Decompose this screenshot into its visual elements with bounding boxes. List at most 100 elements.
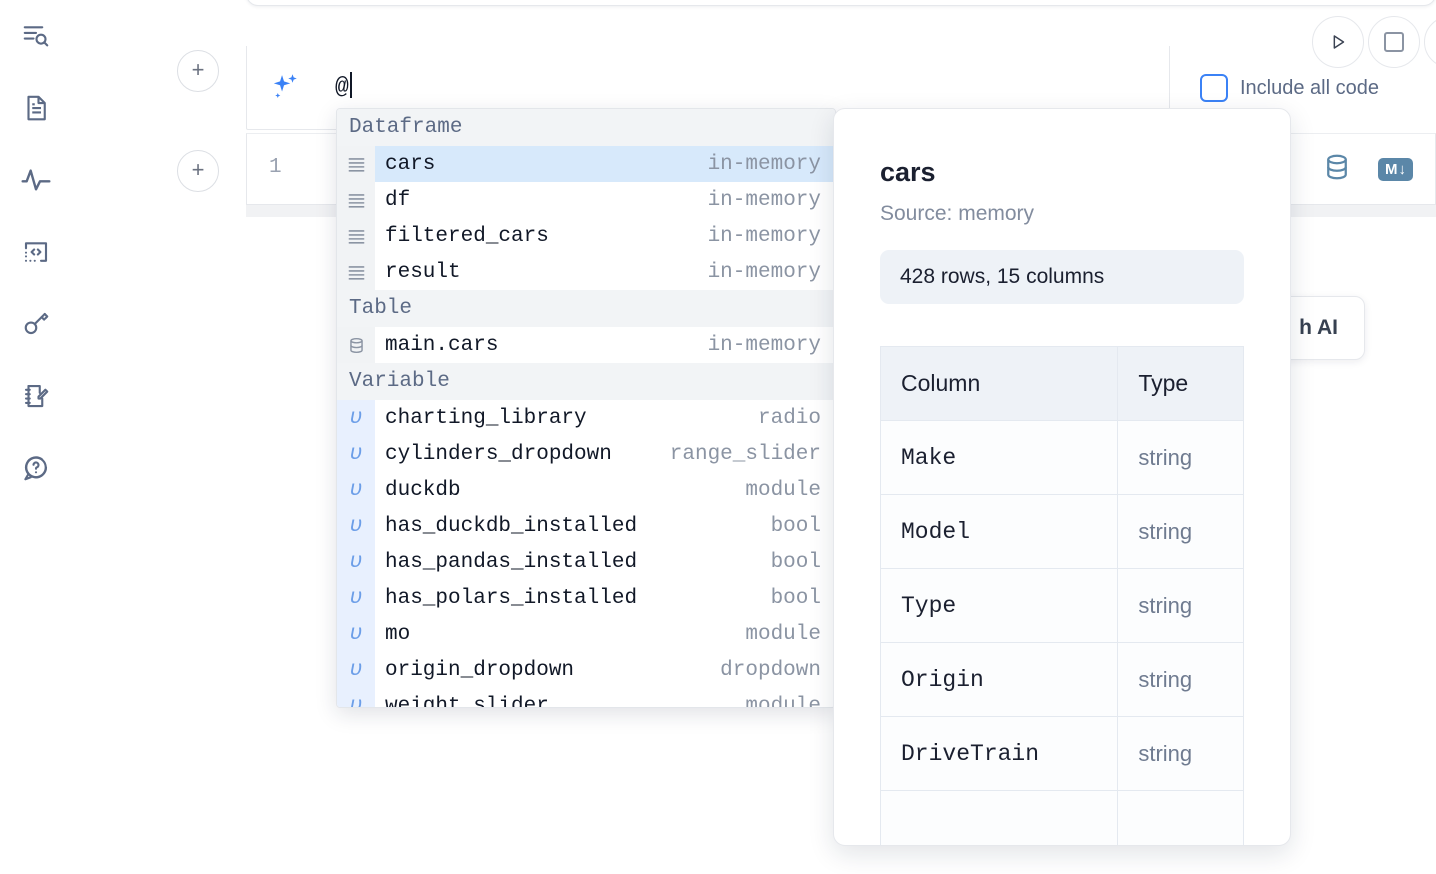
database-icon[interactable] [1322, 152, 1352, 187]
code-brackets-icon [21, 237, 51, 267]
add-cell-button-below[interactable]: + [177, 150, 219, 192]
ai-prompt-input[interactable]: @ [335, 72, 352, 100]
sidebar-item-file-explorer[interactable] [14, 14, 58, 58]
autocomplete-item-kind: module [745, 694, 821, 708]
autocomplete-item[interactable]: df in-memory [337, 182, 835, 218]
include-all-code-row[interactable]: Include all code [1200, 74, 1379, 102]
autocomplete-item-body: cars in-memory [375, 146, 835, 182]
autocomplete-item-name: cylinders_dropdown [385, 442, 612, 466]
preview-column-name: Origin [879, 642, 1119, 717]
preview-header-column: Column [879, 346, 1119, 421]
variable-icon: υ [337, 616, 375, 652]
preview-column-type: string [1117, 568, 1244, 643]
play-icon [1333, 35, 1345, 49]
autocomplete-group-header: Dataframe [337, 109, 835, 146]
autocomplete-item-name: duckdb [385, 478, 461, 502]
stop-cell-button[interactable] [1368, 16, 1420, 68]
autocomplete-item-kind: bool [770, 550, 821, 574]
preview-table-header-row: Column Type [879, 346, 1244, 421]
autocomplete-item[interactable]: result in-memory [337, 254, 835, 290]
autocomplete-item-name: filtered_cars [385, 224, 549, 248]
autocomplete-item-kind: radio [757, 406, 821, 430]
autocomplete-item-body: weight_slider module [375, 688, 835, 708]
autocomplete-group-header: Table [337, 290, 835, 327]
autocomplete-item-name: mo [385, 622, 411, 646]
autocomplete-item-name: origin_dropdown [385, 658, 575, 682]
variable-icon: υ [337, 472, 375, 508]
database-icon [337, 327, 375, 363]
autocomplete-item[interactable]: υ charting_library radio [337, 400, 835, 436]
more-options-button[interactable] [1424, 16, 1436, 68]
sidebar-item-document[interactable] [14, 86, 58, 130]
autocomplete-item-name: df [385, 188, 411, 212]
autocomplete-item-name: weight_slider [385, 694, 549, 708]
previous-cell-outline [246, 0, 1436, 6]
list-search-icon [21, 21, 51, 51]
autocomplete-item-kind: in-memory [707, 152, 821, 176]
include-all-code-checkbox[interactable] [1200, 74, 1228, 102]
markdown-badge-letter: M [1385, 161, 1398, 178]
preview-column-type: string [1117, 642, 1244, 717]
stop-square-icon [1384, 32, 1404, 52]
variable-icon: υ [337, 400, 375, 436]
add-cell-label: + [191, 157, 205, 182]
mention-autocomplete-dropdown[interactable]: Dataframe cars in-memory df in-memory filtere… [336, 108, 836, 708]
question-chat-icon [21, 453, 51, 483]
autocomplete-item-name: result [385, 260, 461, 284]
autocomplete-item-body: df in-memory [375, 182, 835, 218]
variable-icon: υ [337, 580, 375, 616]
dataframe-icon [337, 254, 375, 290]
sidebar-item-activity[interactable] [14, 158, 58, 202]
autocomplete-item-name: main.cars [385, 333, 499, 357]
preview-shape-badge: 428 rows, 15 columns [880, 250, 1244, 304]
add-cell-button-above[interactable]: + [177, 50, 219, 92]
sidebar-item-secrets[interactable] [14, 302, 58, 346]
preview-column-type: string [1117, 716, 1244, 791]
sidebar-item-help[interactable] [14, 446, 58, 490]
line-number: 1 [269, 156, 282, 179]
preview-column-type: string [1117, 420, 1244, 495]
autocomplete-item-kind: bool [770, 586, 821, 610]
preview-title: cars [880, 157, 936, 187]
autocomplete-item[interactable]: cars in-memory [337, 146, 835, 182]
preview-column-name: DriveTrain [879, 716, 1119, 791]
sidebar-item-scratchpad[interactable] [14, 374, 58, 418]
run-cell-button[interactable] [1312, 16, 1364, 68]
sidebar-item-snippets[interactable] [14, 230, 58, 274]
dataframe-icon [337, 218, 375, 254]
autocomplete-item-kind: in-memory [707, 260, 821, 284]
preview-column-name: Make [879, 420, 1119, 495]
variable-icon: υ [337, 508, 375, 544]
autocomplete-item-kind: in-memory [707, 188, 821, 212]
preview-column-name: Model [879, 494, 1119, 569]
autocomplete-item-name: charting_library [385, 406, 587, 430]
autocomplete-group-header: Variable [337, 363, 835, 400]
autocomplete-item-name: cars [385, 152, 436, 176]
autocomplete-list: Dataframe cars in-memory df in-memory filtere… [337, 109, 835, 708]
generate-with-ai-label: h AI [1299, 316, 1338, 339]
text-caret [349, 72, 352, 98]
variable-icon: υ [337, 436, 375, 472]
markdown-badge[interactable]: M↓ [1378, 158, 1413, 181]
ai-prompt-value: @ [335, 74, 349, 100]
preview-column-type: string [1117, 494, 1244, 569]
